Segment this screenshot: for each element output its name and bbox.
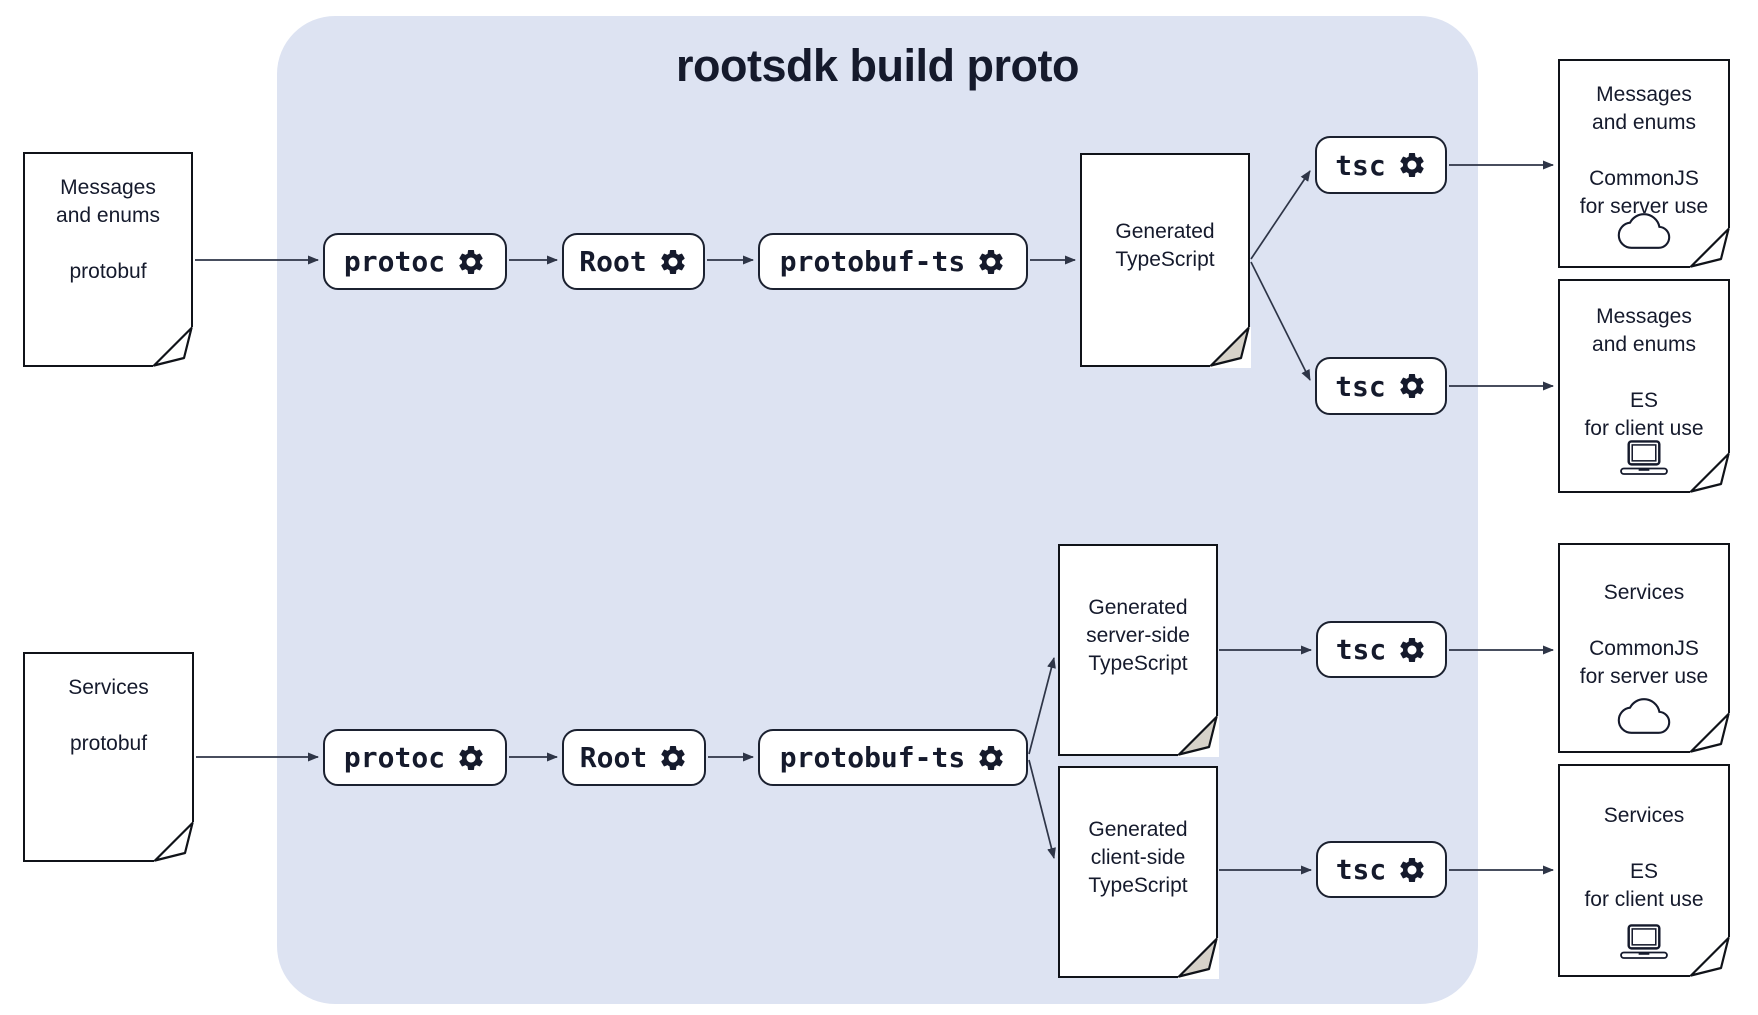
doc-text-line: server-side [1086, 624, 1190, 647]
doc-text-line [1560, 830, 1728, 858]
doc-generated-server-ts: Generated server-side TypeScript [1058, 544, 1219, 757]
tool-tsc-commonjs: tsc [1315, 136, 1447, 194]
doc-text-line: Messages [1596, 82, 1692, 106]
doc-text-line: Generated [1115, 220, 1215, 243]
doc-text-line: ES [1629, 859, 1658, 883]
tool-label: protoc [343, 245, 446, 278]
doc-text-line [1560, 607, 1728, 635]
doc-text: Generated client-side TypeScript [1060, 816, 1216, 900]
folded-corner-icon [153, 821, 195, 863]
laptop-icon [1619, 924, 1669, 960]
gear-icon [979, 249, 1003, 274]
tool-label: protobuf-ts [779, 741, 966, 774]
gear-icon [979, 745, 1003, 770]
tool-protobuf-ts-top: protobuf-ts [758, 233, 1028, 290]
doc-text-line [1560, 137, 1728, 165]
gear-icon [661, 745, 685, 770]
doc-input-services: Services protobuf [23, 652, 195, 863]
doc-text-line: and enums [1592, 333, 1696, 356]
doc-text-line: ES [1629, 389, 1658, 412]
doc-text-line: Services [1603, 581, 1685, 604]
doc-text-line: protobuf [69, 260, 147, 283]
folded-corner-icon [152, 326, 194, 368]
doc-text: Generated server-side TypeScript [1060, 594, 1216, 678]
tool-protoc-top: protoc [323, 233, 507, 290]
doc-text-line: TypeScript [1115, 248, 1215, 271]
tool-label: tsc [1335, 853, 1387, 886]
gear-icon [1400, 374, 1424, 398]
gear-icon [661, 249, 685, 274]
tool-label: Root [579, 245, 647, 278]
doc-text-line: Generated [1088, 818, 1188, 841]
folded-corner-icon [1689, 936, 1731, 978]
folded-corner-icon [1177, 715, 1219, 757]
doc-text-line: Messages [60, 176, 156, 199]
tool-tsc-client: tsc [1316, 841, 1447, 898]
tool-label: Root [579, 741, 648, 774]
doc-generated-typescript: Generated TypeScript [1080, 153, 1251, 368]
cloud-icon [1617, 213, 1671, 249]
doc-text: Messages and enums CommonJS for server u… [1560, 81, 1728, 221]
doc-text-line: Services [68, 676, 149, 699]
tool-label: tsc [1335, 369, 1386, 403]
doc-text: Services ES for client use [1560, 802, 1728, 914]
doc-text-line: Messages [1596, 305, 1692, 328]
tool-protoc-bottom: protoc [323, 729, 507, 786]
doc-text-line: for client use [1584, 417, 1704, 440]
build-proto-container [277, 16, 1478, 1004]
doc-text-line: for client use [1584, 887, 1704, 911]
tool-label: protoc [343, 741, 446, 774]
tool-tsc-es: tsc [1315, 357, 1447, 415]
doc-output-messages-es: Messages and enums ES for client use [1558, 279, 1731, 494]
doc-text-line: and enums [56, 204, 160, 227]
doc-text-line [1560, 359, 1728, 387]
doc-text-line [25, 230, 191, 258]
doc-text-line: TypeScript [1088, 652, 1188, 675]
gear-icon [1400, 637, 1424, 662]
doc-text-line: for server use [1579, 665, 1709, 688]
doc-text: Messages and enums ES for client use [1560, 303, 1728, 443]
gear-icon [1400, 153, 1424, 177]
folded-corner-icon [1689, 452, 1731, 494]
doc-text-line: for server use [1579, 194, 1709, 218]
folded-corner-icon [1209, 326, 1251, 368]
doc-text-line: Services [1603, 803, 1685, 827]
doc-input-messages: Messages and enums protobuf [23, 152, 194, 368]
doc-text-line: TypeScript [1088, 874, 1188, 897]
doc-text-line [25, 702, 192, 730]
doc-text-line: Generated [1088, 596, 1188, 619]
tool-protobuf-ts-bottom: protobuf-ts [758, 729, 1028, 786]
doc-text: Services CommonJS for server use [1560, 579, 1728, 691]
folded-corner-icon [1177, 937, 1219, 979]
gear-icon [459, 745, 483, 770]
tool-label: tsc [1335, 148, 1386, 182]
doc-output-services-commonjs: Services CommonJS for server use [1558, 543, 1731, 754]
tool-root-top: Root [562, 233, 705, 290]
tool-label: protobuf-ts [779, 245, 966, 278]
folded-corner-icon [1689, 712, 1731, 754]
gear-icon [459, 249, 483, 274]
doc-text-line: CommonJS [1589, 166, 1699, 190]
doc-text-line: and enums [1592, 110, 1696, 134]
doc-text: Services protobuf [25, 674, 192, 758]
doc-text: Generated TypeScript [1082, 218, 1248, 274]
doc-output-messages-commonjs: Messages and enums CommonJS for server u… [1558, 59, 1731, 269]
diagram-title: rootsdk build proto [676, 40, 1079, 91]
tool-label: tsc [1335, 633, 1387, 666]
gear-icon [1400, 857, 1424, 882]
doc-text-line: CommonJS [1589, 637, 1699, 660]
doc-generated-client-ts: Generated client-side TypeScript [1058, 766, 1219, 979]
folded-corner-icon [1689, 227, 1731, 269]
doc-text-line: client-side [1090, 846, 1186, 869]
doc-output-services-es: Services ES for client use [1558, 764, 1731, 978]
tool-root-bottom: Root [562, 729, 706, 786]
tool-tsc-server: tsc [1316, 621, 1447, 678]
doc-text-line: protobuf [69, 732, 148, 755]
laptop-icon [1619, 440, 1669, 476]
doc-text: Messages and enums protobuf [25, 174, 191, 286]
cloud-icon [1617, 698, 1671, 734]
